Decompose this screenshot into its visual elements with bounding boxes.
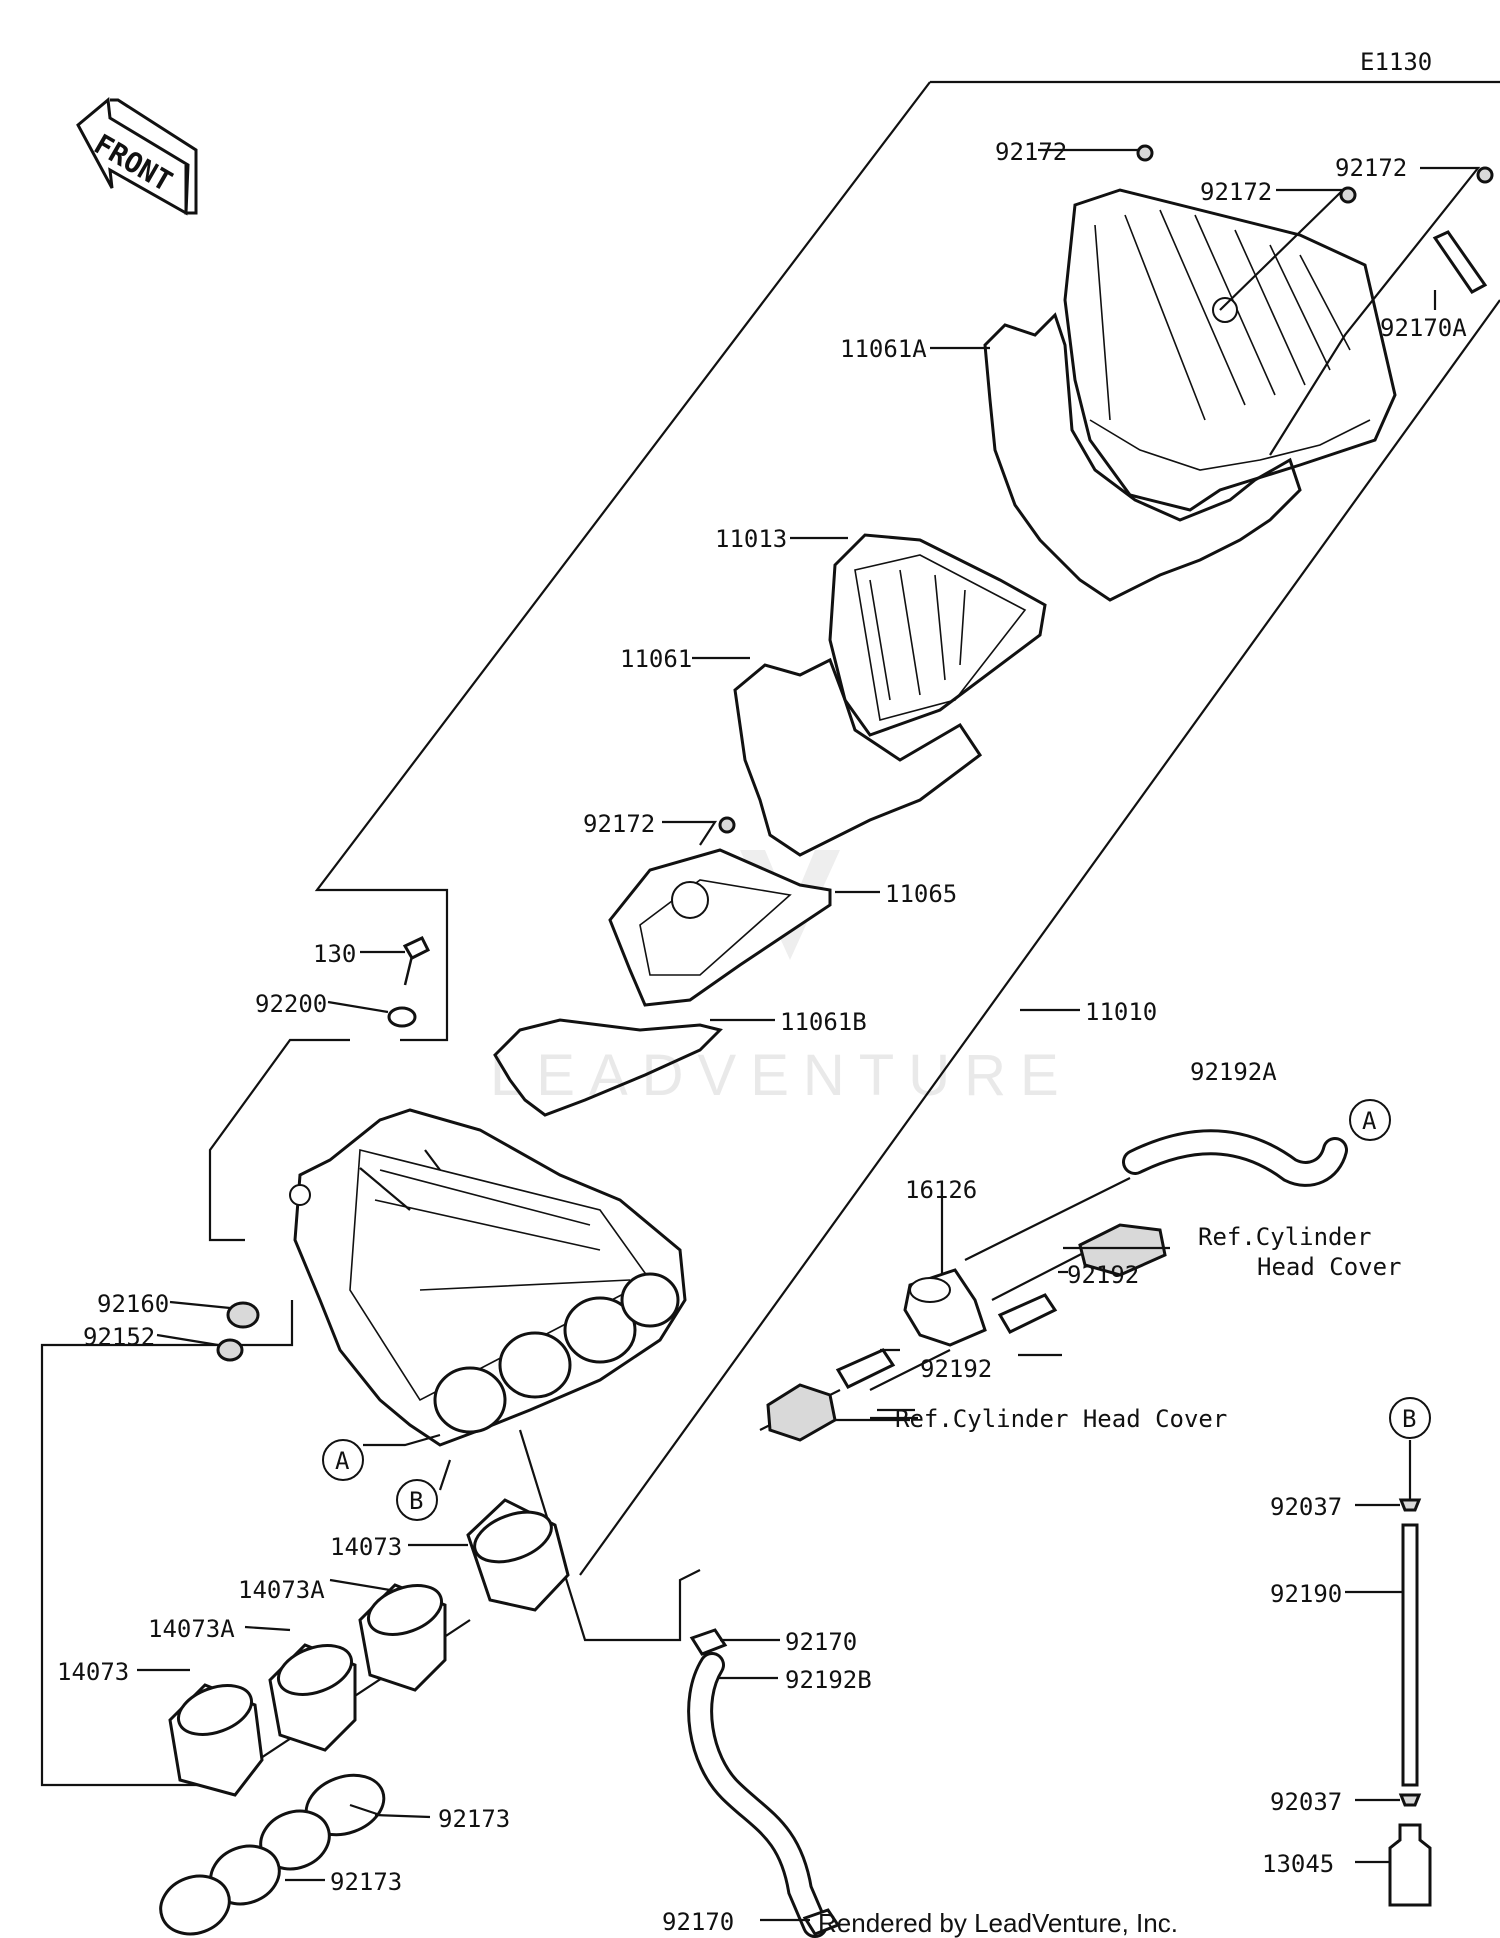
label-92172-mid: 92172 (1200, 178, 1272, 206)
air-cleaner-cover (1063, 188, 1397, 512)
label-13045: 13045 (1262, 1850, 1334, 1878)
clamp-92037-upper (1398, 1498, 1422, 1512)
hose-92192b (690, 1655, 825, 1935)
clamp-92170-lower (802, 1908, 841, 1936)
label-92172-lower: 92172 (583, 810, 655, 838)
assembly-outline-right (579, 299, 1500, 1576)
air-cleaner-case (289, 1108, 687, 1447)
label-92200: 92200 (255, 990, 327, 1018)
bolt-130 (402, 936, 431, 986)
grommet-92160 (226, 1301, 260, 1329)
label-14073-upper: 14073 (330, 1533, 402, 1561)
label-92160: 92160 (97, 1290, 169, 1318)
hose-92192-lower (835, 1348, 896, 1389)
collar-92152 (216, 1338, 244, 1362)
screw-92172-mid (1339, 186, 1357, 204)
leader-92173 (349, 1803, 381, 1817)
label-92192-lower: 92192 (920, 1355, 992, 1383)
gasket-11061b (493, 1018, 723, 1117)
funnel-14073-upper (466, 1498, 570, 1612)
label-92170-lower: 92170 (662, 1908, 734, 1936)
ref-cylinder-head-cover: Ref.Cylinder Head Cover (895, 1405, 1227, 1433)
diagram-code: E1130 (1360, 48, 1432, 76)
connector-a-circle-left (322, 1439, 364, 1481)
label-11010: 11010 (1085, 998, 1157, 1026)
air-filter-element (828, 533, 1047, 737)
ref-line1: Ref.Cylinder (1198, 1223, 1371, 1251)
label-11065: 11065 (885, 880, 957, 908)
cap-13045 (1388, 1823, 1432, 1907)
a-connector-line (363, 1433, 441, 1447)
connector-b-circle-right (1389, 1397, 1431, 1439)
assembly-outline-upper (314, 80, 1500, 1042)
label-14073-lower: 14073 (57, 1658, 129, 1686)
ref-head-cover-valve-lower (766, 1383, 837, 1442)
connector-b-label-right: B (1402, 1405, 1416, 1433)
label-92192b: 92192B (785, 1666, 872, 1694)
hose-92192-upper (997, 1293, 1058, 1334)
funnel-14073a-upper (358, 1583, 447, 1692)
screw-92172-right (1476, 166, 1494, 184)
connector-a-circle-right (1349, 1099, 1391, 1141)
funnel-14073-lower (168, 1683, 264, 1797)
valve-16126 (903, 1268, 987, 1347)
label-92170-upper: 92170 (785, 1628, 857, 1656)
ref-line2: Head Cover (1257, 1253, 1402, 1281)
label-92037-lower: 92037 (1270, 1788, 1342, 1816)
label-92190: 92190 (1270, 1580, 1342, 1608)
label-11013: 11013 (715, 525, 787, 553)
clip-92170a (1432, 230, 1488, 294)
label-92172-top: 92172 (995, 138, 1067, 166)
watermark: LEADVENTURE (490, 1043, 1073, 1108)
clamp-92037-lower (1398, 1793, 1422, 1807)
hose-92192a (1125, 1132, 1345, 1184)
label-16126: 16126 (905, 1176, 977, 1204)
connector-b-circle-left (396, 1479, 438, 1521)
plate-11065 (608, 848, 832, 1007)
label-92170a: 92170A (1380, 314, 1467, 342)
clamp-92170-upper (689, 1628, 728, 1656)
funnel-14073a-lower (268, 1643, 357, 1752)
connector-b-label-left: B (409, 1487, 423, 1515)
connector-a-label-right: A (1362, 1107, 1377, 1135)
label-14073a-upper: 14073A (238, 1576, 325, 1604)
washer-92200 (387, 1006, 417, 1028)
ref-head-cover-valve-upper (1078, 1223, 1167, 1277)
label-92172-right: 92172 (1335, 154, 1407, 182)
label-92152: 92152 (83, 1323, 155, 1351)
label-92192-upper: 92192 (1067, 1261, 1139, 1289)
label-14073a-lower: 14073A (148, 1615, 235, 1643)
gasket-11061a (983, 312, 1302, 602)
label-92037-upper: 92037 (1270, 1493, 1342, 1521)
valve-leader-lines (759, 1177, 1131, 1431)
screw-92172-top (1136, 144, 1154, 162)
b-connector-line-case (438, 1459, 452, 1491)
bracket-grommet (208, 1038, 350, 1242)
front-arrow-icon: FRONT (76, 97, 198, 216)
label-92173-upper: 92173 (438, 1805, 510, 1833)
label-11061a: 11061A (840, 335, 927, 363)
clamp-92173-lower-left (159, 1874, 231, 1936)
leader-lines (137, 148, 1481, 1922)
label-11061b: 11061B (780, 1008, 867, 1036)
connector-a-label-left: A (335, 1447, 350, 1475)
screw-92172-lower (718, 816, 736, 834)
gasket-11061 (733, 657, 983, 857)
label-92173-lower: 92173 (330, 1868, 402, 1896)
label-92192a: 92192A (1190, 1058, 1277, 1086)
tube-92190 (1401, 1523, 1419, 1787)
credit-text: Rendered by LeadVenture, Inc. (818, 1908, 1178, 1938)
label-11061: 11061 (620, 645, 692, 673)
label-130: 130 (313, 940, 356, 968)
